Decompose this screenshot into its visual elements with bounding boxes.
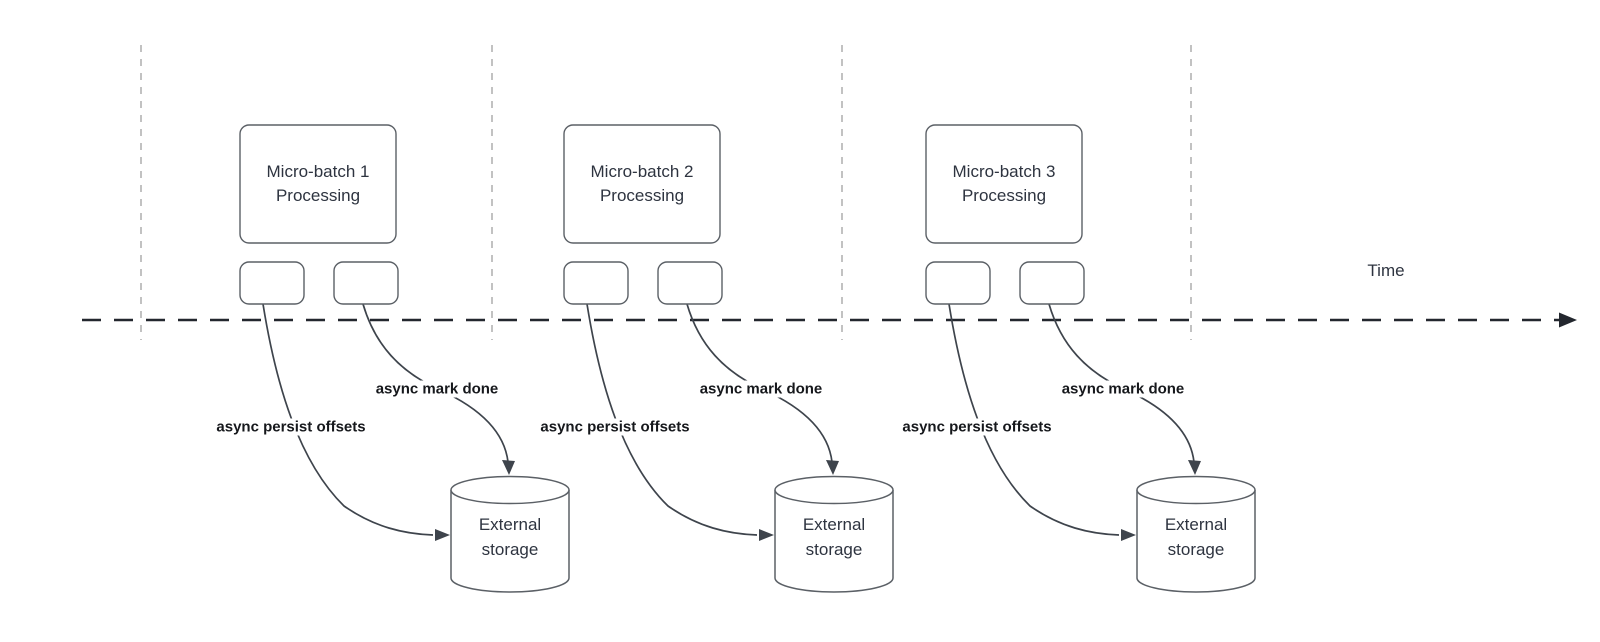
database-cylinder — [1136, 490, 1256, 593]
micro-batch-title: Micro-batch 1 Processing — [266, 162, 370, 205]
persist-offsets-arrowhead — [759, 529, 774, 541]
persist-offsets-label: async persist offsets — [537, 418, 693, 436]
mark-done-arrowhead — [1188, 460, 1201, 475]
database-cylinder-top — [774, 475, 894, 505]
external-storage-label: External storage — [1164, 515, 1228, 559]
done-task-box — [657, 261, 723, 305]
micro-batch-box — [563, 124, 721, 244]
batch-group-3 — [925, 124, 1256, 593]
timeline — [82, 312, 1577, 328]
mark-done-label: async mark done — [696, 380, 826, 398]
database-cylinder — [450, 490, 570, 593]
external-storage-label: External storage — [802, 515, 866, 559]
micro-batch-box — [925, 124, 1083, 244]
micro-batch-box — [239, 124, 397, 244]
done-task-box — [333, 261, 399, 305]
persist-offsets-arrowhead — [1121, 529, 1136, 541]
persist-offsets-arrow — [262, 303, 434, 536]
database-cylinder — [774, 490, 894, 593]
timeline-arrowhead — [1559, 312, 1577, 328]
persist-offsets-label: async persist offsets — [213, 418, 369, 436]
offset-task-box — [563, 261, 629, 305]
persist-offsets-label: async persist offsets — [899, 418, 1055, 436]
mark-done-arrowhead — [502, 460, 515, 475]
batch-group-1 — [239, 124, 570, 593]
external-storage-label: External storage — [478, 515, 542, 559]
persist-offsets-arrow — [948, 303, 1120, 536]
mark-done-label: async mark done — [372, 380, 502, 398]
micro-batch-title: Micro-batch 3 Processing — [952, 162, 1056, 205]
database-cylinder-top — [450, 475, 570, 505]
done-task-box — [1019, 261, 1085, 305]
database-cylinder-top — [1136, 475, 1256, 505]
offset-task-box — [239, 261, 305, 305]
micro-batch-title: Micro-batch 2 Processing — [590, 162, 694, 205]
persist-offsets-arrow — [586, 303, 758, 536]
persist-offsets-arrowhead — [435, 529, 450, 541]
offset-task-box — [925, 261, 991, 305]
mark-done-arrowhead — [826, 460, 839, 475]
time-axis-label: Time — [1367, 261, 1405, 280]
mark-done-label: async mark done — [1058, 380, 1188, 398]
